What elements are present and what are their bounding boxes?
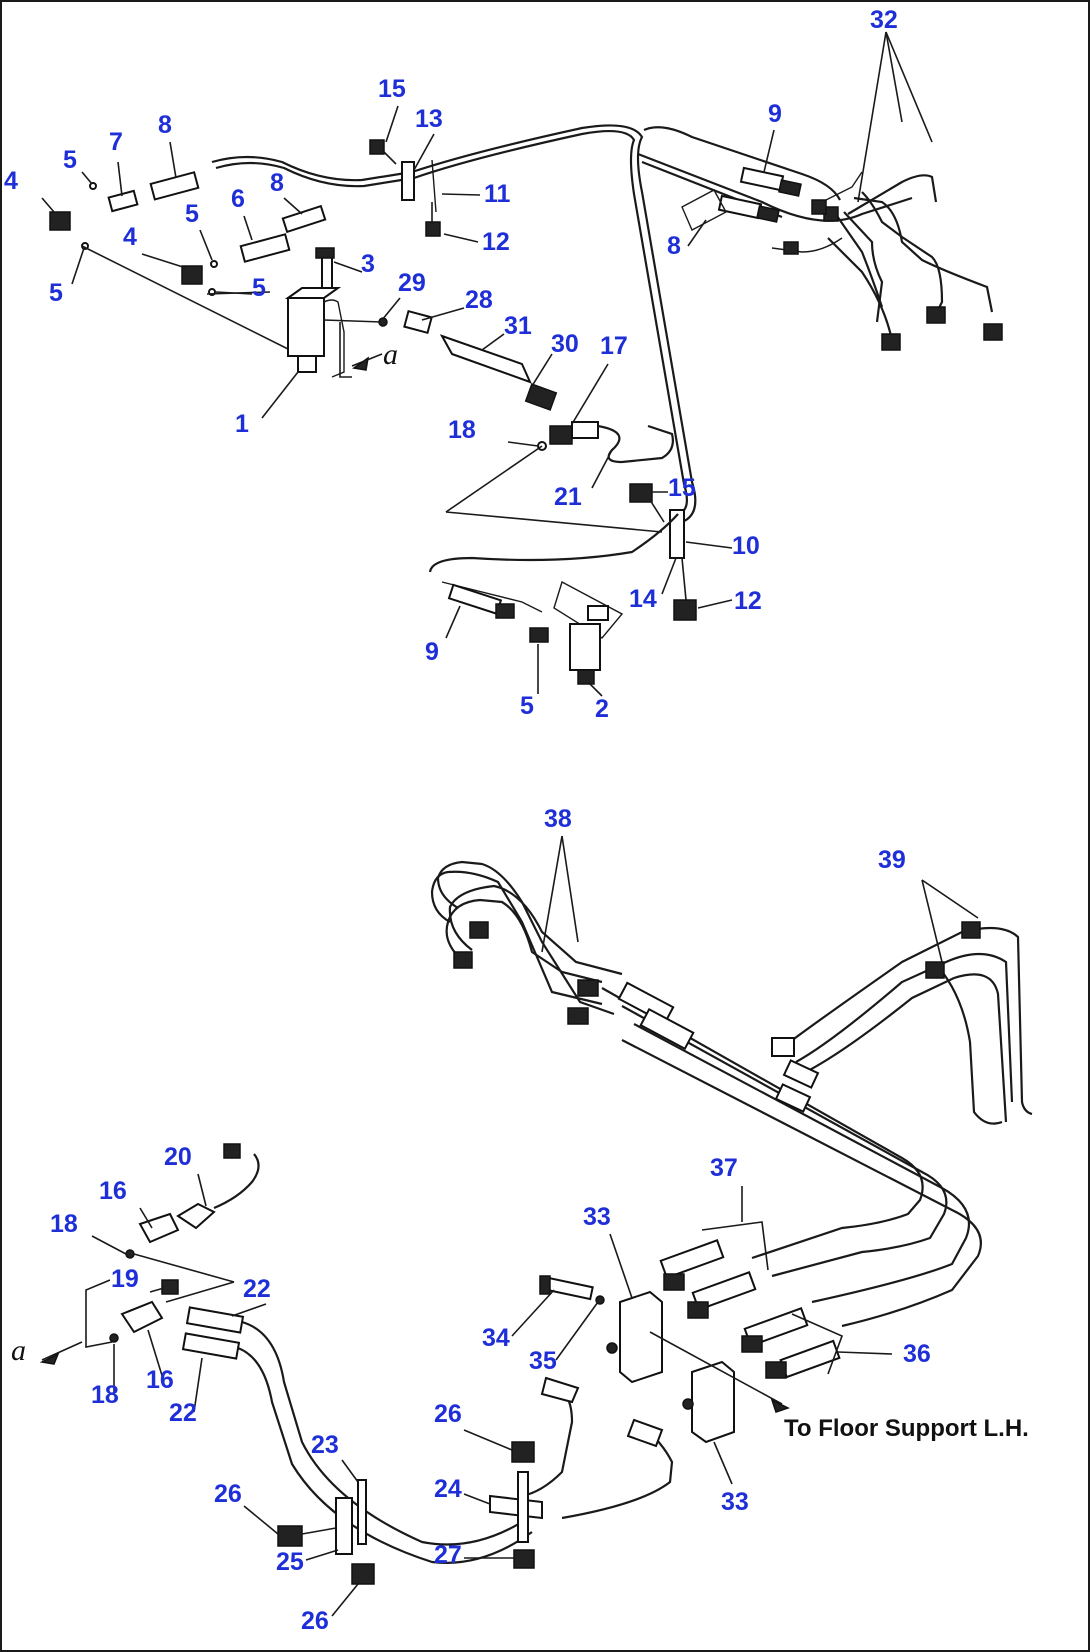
callout-c18a: 18 [448,416,476,444]
callout-c5e: 5 [520,692,534,720]
callout-c5c: 5 [252,274,266,302]
callout-c3: 3 [361,250,375,278]
callout-c18b: 18 [50,1210,78,1238]
callout-c26c: 26 [301,1607,329,1635]
upper-leader-lines [41,31,933,697]
callout-c35: 35 [529,1347,557,1375]
callout-c21: 21 [554,483,582,511]
callout-c15b: 15 [668,474,696,502]
callout-c8a: 8 [158,111,172,139]
callout-c12a: 12 [482,228,510,256]
callout-c33a: 33 [583,1203,611,1231]
callout-c26b: 26 [214,1480,242,1508]
callout-c37: 37 [710,1154,738,1182]
callout-c34: 34 [482,1324,510,1352]
callout-c13: 13 [415,105,443,133]
callout-c16a: 16 [99,1177,127,1205]
lower-leader-lines [91,835,979,1617]
callout-c31: 31 [504,312,532,340]
callout-c20: 20 [164,1143,192,1171]
callout-c5d: 5 [49,279,63,307]
callout-c8c: 8 [667,232,681,260]
callout-c30: 30 [551,330,579,358]
callout-c16b: 16 [146,1366,174,1394]
callout-c22b: 22 [169,1399,197,1427]
callout-c38: 38 [544,805,572,833]
callout-c7: 7 [109,128,123,156]
callout-c4a: 4 [4,167,18,195]
ref-a-left: a [11,1334,26,1367]
lower-assembly [39,860,1033,1585]
callout-c33b: 33 [721,1488,749,1516]
callout-c4b: 4 [123,223,137,251]
callout-c6: 6 [231,185,245,213]
callout-c29: 29 [398,269,426,297]
callout-c28: 28 [465,286,493,314]
callout-c14: 14 [629,585,657,613]
callout-c10: 10 [732,532,760,560]
callout-c22a: 22 [243,1275,271,1303]
floor-support-note: To Floor Support L.H. [784,1415,1029,1442]
callout-c15a: 15 [378,75,406,103]
reference-letters: aa [11,338,398,1367]
callout-c25: 25 [276,1548,304,1576]
callout-c32: 32 [870,6,898,34]
callout-c24: 24 [434,1475,462,1503]
callout-c1: 1 [235,410,249,438]
callout-c18c: 18 [91,1381,119,1409]
callout-c39: 39 [878,846,906,874]
callout-c17: 17 [600,332,628,360]
upper-assembly [49,124,1003,685]
callout-c23: 23 [311,1431,339,1459]
callout-c12b: 12 [734,587,762,615]
callout-c9a: 9 [768,100,782,128]
callout-c27: 27 [434,1541,462,1569]
callout-c26a: 26 [434,1400,462,1428]
callout-c11: 11 [484,180,511,208]
ref-a-top: a [383,338,398,371]
callout-c2: 2 [595,695,609,723]
callout-c36: 36 [903,1340,931,1368]
callout-c19: 19 [111,1265,139,1293]
callout-c9b: 9 [425,638,439,666]
callout-c5a: 5 [63,146,77,174]
callout-c8b: 8 [270,169,284,197]
callout-c5b: 5 [185,200,199,228]
